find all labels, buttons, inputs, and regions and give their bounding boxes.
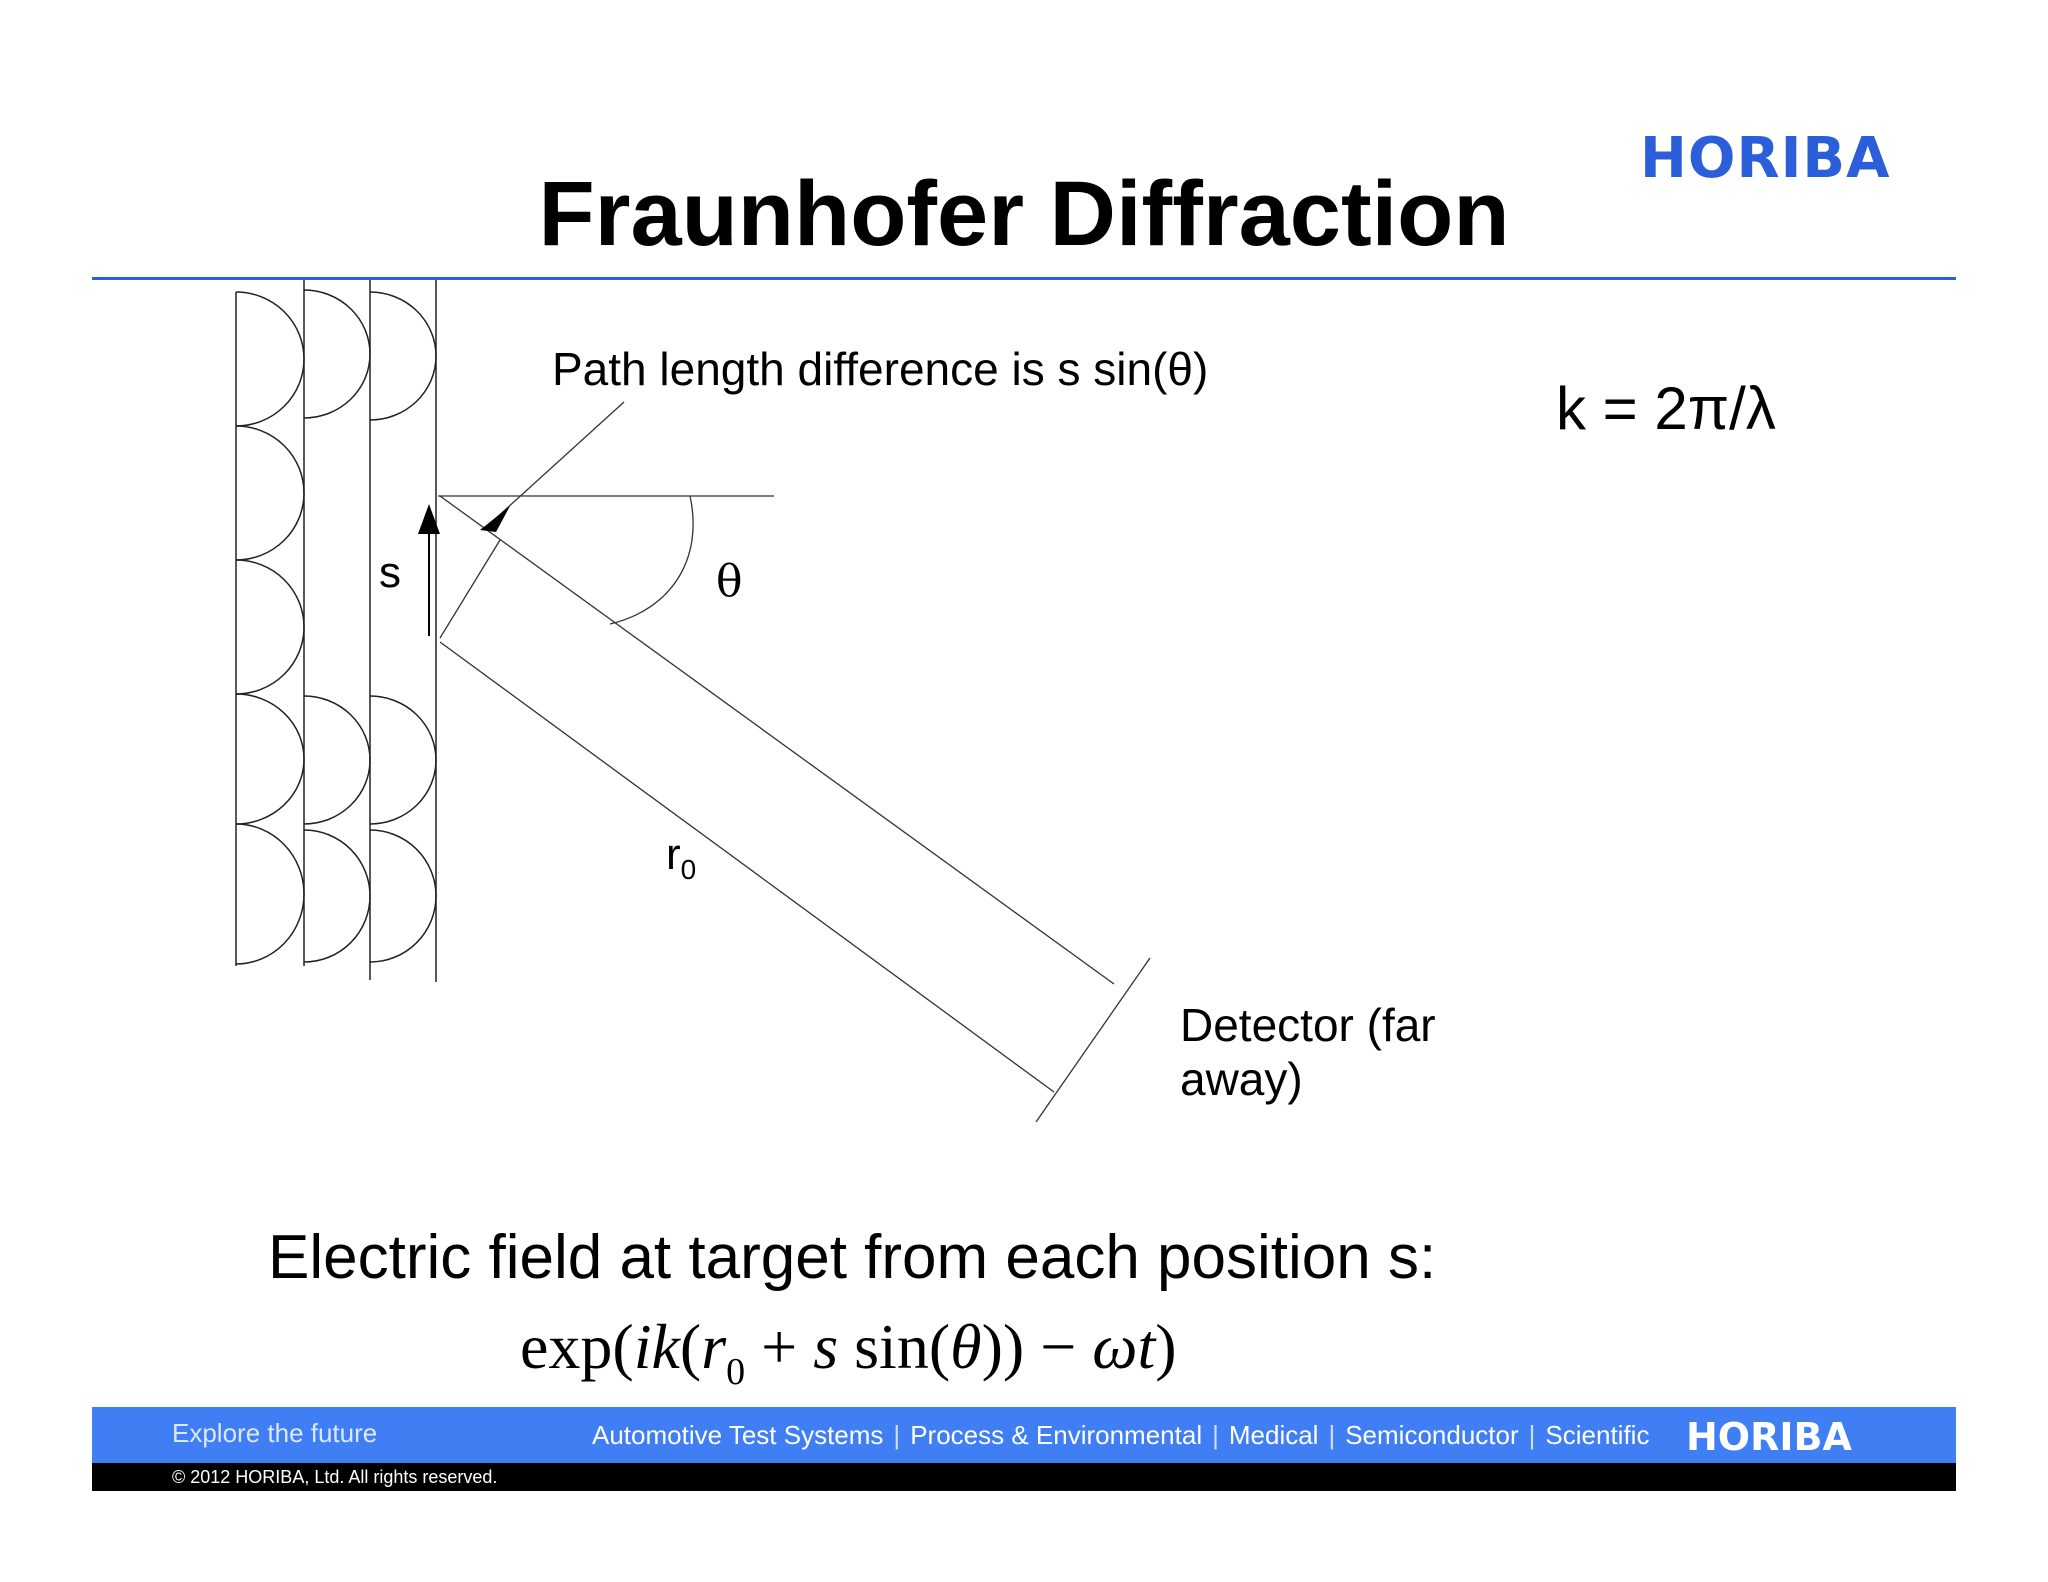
pointer-arrow-head bbox=[480, 506, 510, 532]
division-scientific: Scientific bbox=[1545, 1420, 1650, 1450]
wavelet bbox=[303, 695, 371, 825]
wavelet bbox=[235, 823, 305, 965]
formula-exp: exp( bbox=[520, 1311, 634, 1382]
wavelet bbox=[235, 693, 305, 825]
wavelet bbox=[369, 829, 437, 963]
electric-field-label: Electric field at target from each posit… bbox=[268, 1223, 1437, 1292]
wavelet bbox=[303, 829, 371, 963]
formula-ik: ik bbox=[633, 1311, 680, 1382]
division-semiconductor: Semiconductor bbox=[1345, 1420, 1519, 1450]
wavenumber-label: k = 2π/λ bbox=[1556, 375, 1776, 442]
path-length-label: Path length difference is s sin(θ) bbox=[552, 343, 1209, 395]
footer-copyright-bar bbox=[92, 1463, 1956, 1491]
footer-divisions: Automotive Test Systems|Process & Enviro… bbox=[592, 1420, 1650, 1450]
wavelet bbox=[235, 291, 305, 427]
detector-label: Detector (far away) bbox=[1180, 999, 1436, 1105]
wavelet bbox=[235, 559, 305, 695]
slide-title: Fraunhofer Diffraction bbox=[538, 163, 1510, 265]
division-automotive: Automotive Test Systems bbox=[592, 1420, 884, 1450]
theta-label: θ bbox=[716, 556, 743, 607]
formula-close-mid: )) − bbox=[981, 1311, 1093, 1382]
title-divider bbox=[92, 277, 1956, 280]
division-process: Process & Environmental bbox=[910, 1420, 1203, 1450]
wavelet bbox=[369, 291, 437, 421]
formula-plus: + bbox=[745, 1311, 814, 1382]
s-arrow-head bbox=[418, 504, 440, 534]
footer-bar bbox=[92, 1407, 1956, 1463]
wavelet bbox=[235, 425, 305, 561]
copyright-text: © 2012 HORIBA, Ltd. All rights reserved. bbox=[172, 1467, 498, 1487]
s-label: s bbox=[379, 548, 401, 597]
formula-r-sub: 0 bbox=[726, 1351, 746, 1393]
r0-label: r0 bbox=[666, 830, 696, 886]
r-symbol: r bbox=[666, 830, 681, 879]
detector-line bbox=[1035, 957, 1151, 1123]
formula-s: s bbox=[813, 1311, 839, 1382]
formula-theta: θ bbox=[950, 1311, 982, 1382]
formula-sin: sin( bbox=[838, 1311, 951, 1382]
wavelet bbox=[369, 695, 437, 825]
formula-open: ( bbox=[679, 1311, 702, 1382]
formula-r: r bbox=[701, 1311, 727, 1382]
wavelet bbox=[303, 289, 371, 419]
division-medical: Medical bbox=[1228, 1420, 1319, 1450]
ray-line-lower bbox=[439, 641, 1055, 1093]
footer-horiba-logo: HORIBA bbox=[1686, 1415, 1852, 1459]
r-subscript: 0 bbox=[680, 854, 697, 885]
footer-tagline: Explore the future bbox=[172, 1418, 378, 1448]
formula-omega-t: ωt bbox=[1092, 1311, 1156, 1382]
perpendicular-line bbox=[439, 539, 501, 639]
formula-close: ) bbox=[1155, 1311, 1177, 1382]
horiba-logo: HORIBA bbox=[1640, 126, 1891, 191]
ray-line-upper bbox=[439, 495, 1115, 985]
theta-angle-arc bbox=[609, 495, 694, 625]
pointer-line bbox=[493, 401, 625, 521]
field-formula: exp(ik(r0 + s sin(θ)) − ωt) bbox=[520, 1310, 1177, 1394]
